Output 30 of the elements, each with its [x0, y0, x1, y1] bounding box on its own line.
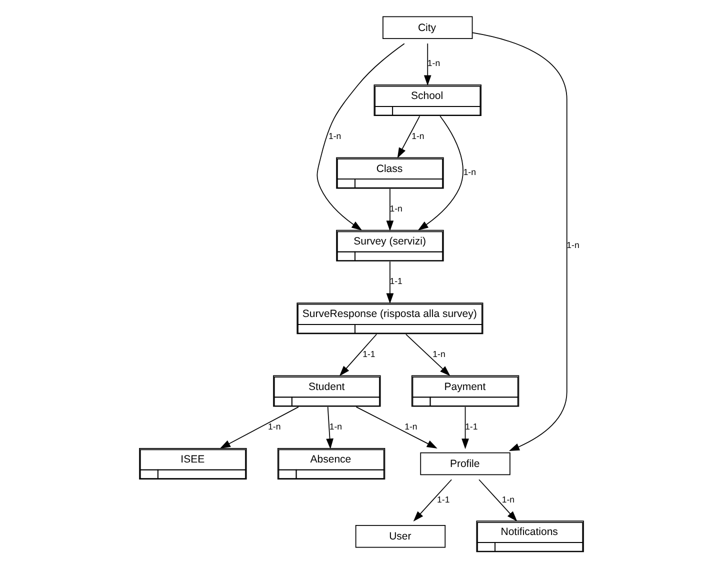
edge-label: 1-n [411, 130, 424, 141]
arrow [396, 116, 420, 158]
arrow [338, 334, 377, 376]
arrow [326, 406, 333, 450]
arrow [405, 334, 450, 376]
arrow [478, 479, 517, 522]
arrow [417, 116, 463, 230]
edge-label: 1-n [426, 58, 440, 68]
arrow [386, 261, 394, 304]
edge-label: 1-1 [436, 494, 450, 504]
edge-label: 1-1 [464, 422, 478, 432]
edge-label: 1-n [328, 422, 342, 432]
edge-label: 1-n [462, 167, 476, 178]
edge-label: 1-n [328, 130, 341, 141]
arrow [461, 406, 468, 450]
node-box: User [354, 525, 446, 548]
arrow [386, 188, 394, 232]
edge-label: 1-n [501, 494, 514, 504]
edge-label: 1-n [268, 422, 280, 432]
edge-label: 1-1 [362, 348, 375, 359]
arrow [355, 406, 437, 449]
arrow [316, 43, 404, 230]
arrow [472, 32, 567, 451]
arrow [423, 43, 431, 86]
edge-label: 1-n [404, 422, 417, 432]
node-box: City [382, 16, 472, 39]
arrow [219, 406, 298, 449]
arrow [412, 479, 452, 522]
node-box: Profile [420, 452, 510, 476]
edge-label: 1-n [432, 348, 445, 359]
